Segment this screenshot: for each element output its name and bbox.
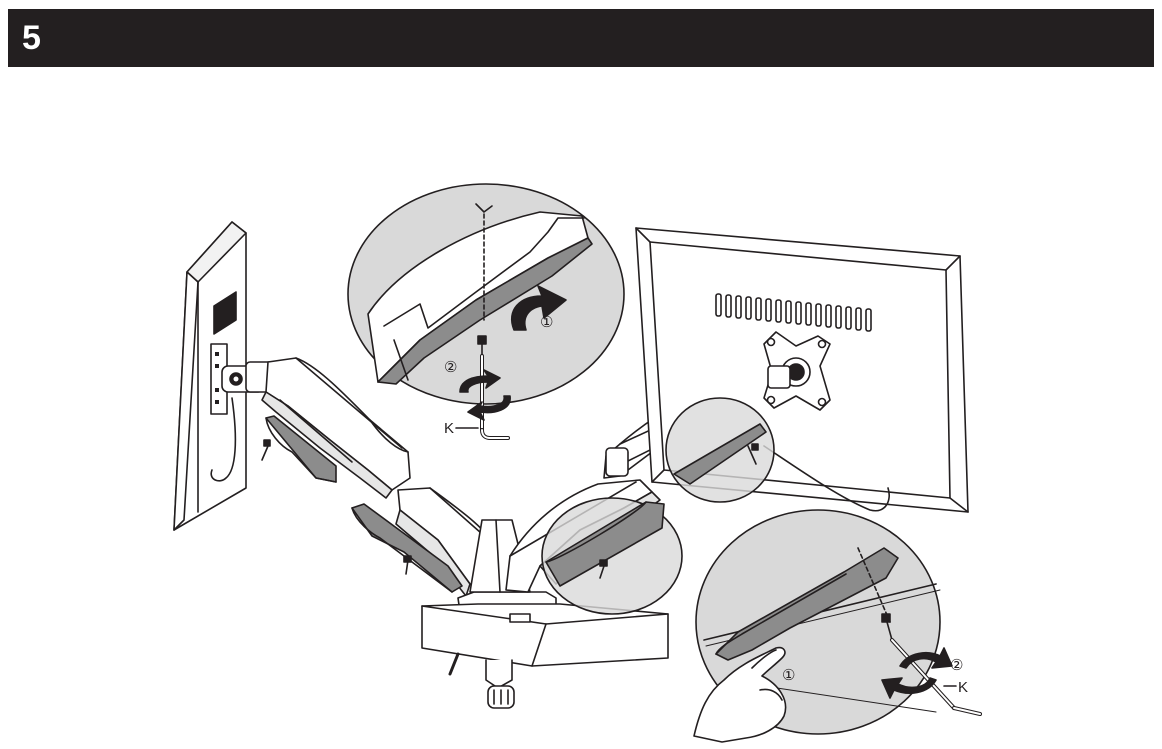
top-step-2-callout: ② [444,359,457,376]
bottom-step-2-callout: ② [950,657,963,674]
left-cover-screw-1 [261,439,271,461]
top-zoom-inset [347,183,625,405]
bottom-rotate-clockwise-icon [881,647,953,699]
left-monitor [173,221,247,531]
svg-text:②: ② [950,657,963,674]
top-step-1-callout: ① [540,314,553,331]
zoom-circle-lower-center [541,497,683,615]
desk-surface [421,603,669,667]
step-header-bar: 5 [8,9,1154,67]
right-monitor-cable [763,445,890,512]
monitor-vent-grille [715,293,872,332]
left-cable-cover-upper [265,415,337,483]
desk-clamp [448,652,515,709]
left-cover-screw-2 [403,555,412,575]
svg-text:①: ① [782,667,795,684]
hand-illustration [693,646,787,743]
top-tool-k-label: K [444,420,479,437]
svg-text:②: ② [444,359,457,376]
svg-text:K: K [958,679,968,696]
left-cable-cover-lower [351,503,463,593]
svg-text:K: K [444,420,454,437]
vesa-plate [763,331,831,411]
bottom-step-1-callout: ① [782,667,795,684]
zoom-circle-right-arm [665,397,775,503]
bottom-tool-k-label: K [943,679,968,696]
turn-direction-arrow-icon [511,285,567,331]
svg-text:①: ① [540,314,553,331]
rotate-clockwise-icon [459,369,511,421]
step-number: 5 [22,19,41,57]
